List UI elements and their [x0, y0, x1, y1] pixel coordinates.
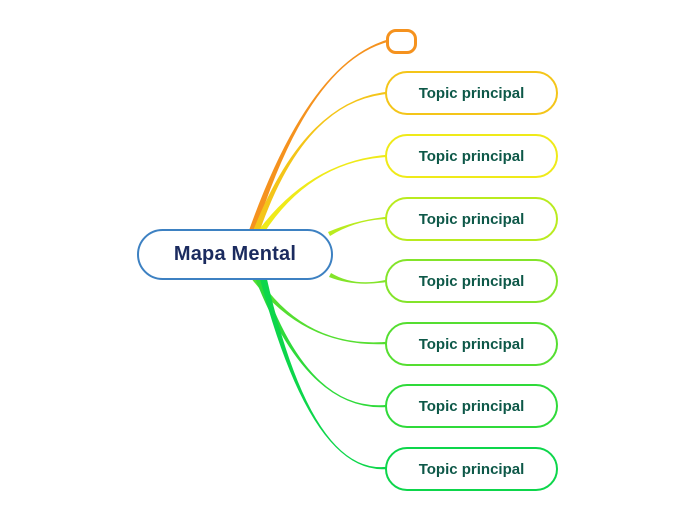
topic-node-label: Topic principal — [418, 335, 525, 353]
topic-node-label: Topic principal — [418, 460, 525, 478]
topic-node[interactable]: Topic principal — [385, 322, 558, 366]
topic-node-label: Topic principal — [418, 272, 525, 290]
branch-curve-3 — [328, 216, 387, 236]
branch-curve-4 — [329, 273, 387, 284]
topic-node[interactable]: Topic principal — [385, 71, 558, 115]
topic-node[interactable]: Topic principal — [385, 197, 558, 241]
topic-node[interactable]: Topic principal — [385, 447, 558, 491]
branch-curve-1 — [253, 91, 387, 234]
topic-node-label: Topic principal — [418, 147, 525, 165]
topic-node-label: Topic principal — [418, 84, 525, 102]
root-node[interactable]: Mapa Mental — [137, 229, 333, 280]
branch-curve-6 — [255, 275, 387, 408]
topic-node[interactable]: Topic principal — [385, 134, 558, 178]
topic-node-label: Topic principal — [418, 210, 525, 228]
topic-node-label: Topic principal — [418, 397, 525, 415]
topic-node[interactable]: Topic principal — [385, 259, 558, 303]
root-node-label: Mapa Mental — [173, 243, 297, 265]
branch-node-empty[interactable] — [386, 29, 417, 54]
branch-curve-7 — [259, 276, 387, 470]
topic-node[interactable]: Topic principal — [385, 384, 558, 428]
